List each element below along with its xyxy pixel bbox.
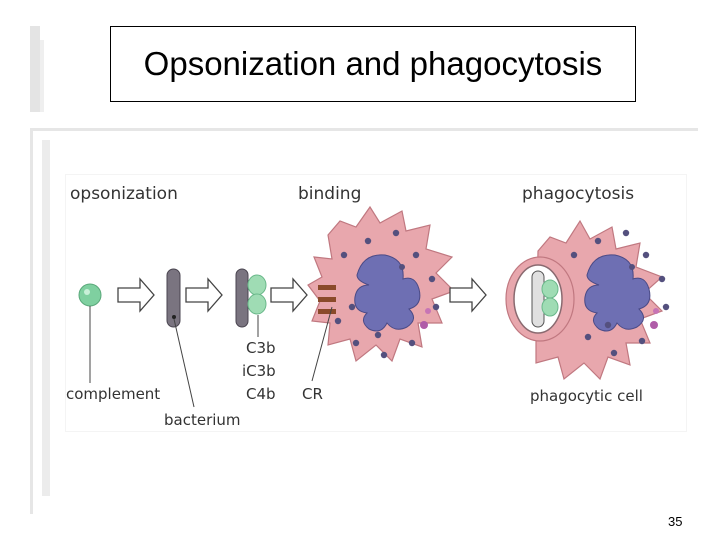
label-cr: CR [302, 385, 323, 403]
complement-receptor [318, 285, 336, 314]
stage-label-opsonization: opsonization [70, 184, 178, 204]
complement-sphere [78, 283, 102, 307]
stage-label-binding: binding [298, 184, 361, 204]
label-ic3b: iC3b [242, 362, 276, 380]
stage-label-phagocytosis: phagocytosis [522, 184, 634, 204]
label-bacterium: bacterium [164, 411, 241, 429]
opsonized-bacterium [235, 268, 267, 328]
arrow-icon [117, 277, 155, 313]
bacterium-dot [172, 315, 176, 319]
label-c3b: C3b [246, 339, 276, 357]
bacterium [166, 268, 181, 328]
decorative-bar [30, 26, 40, 112]
label-complement: complement [66, 385, 160, 403]
arrow-icon [185, 277, 223, 313]
decorative-bar [42, 140, 50, 496]
label-c4b: C4b [246, 385, 276, 403]
arrow-icon [449, 277, 487, 313]
bacterium-leader [173, 318, 195, 408]
diagram-svg: opsonization binding phagocytosis [66, 184, 670, 429]
cr-leader [311, 306, 333, 382]
opsonization-diagram: opsonization binding phagocytosis [66, 175, 686, 431]
page-number: 35 [668, 514, 683, 529]
phagocytosing-cell [505, 219, 670, 381]
label-phagocytic-cell: phagocytic cell [530, 387, 643, 405]
slide-title: Opsonization and phagocytosis [143, 45, 603, 82]
title-box: Opsonization and phagocytosis [110, 26, 636, 102]
binding-phagocyte [307, 205, 456, 363]
decorative-bar [40, 40, 44, 112]
content-frame [30, 128, 698, 514]
arrow-icon [270, 277, 308, 313]
